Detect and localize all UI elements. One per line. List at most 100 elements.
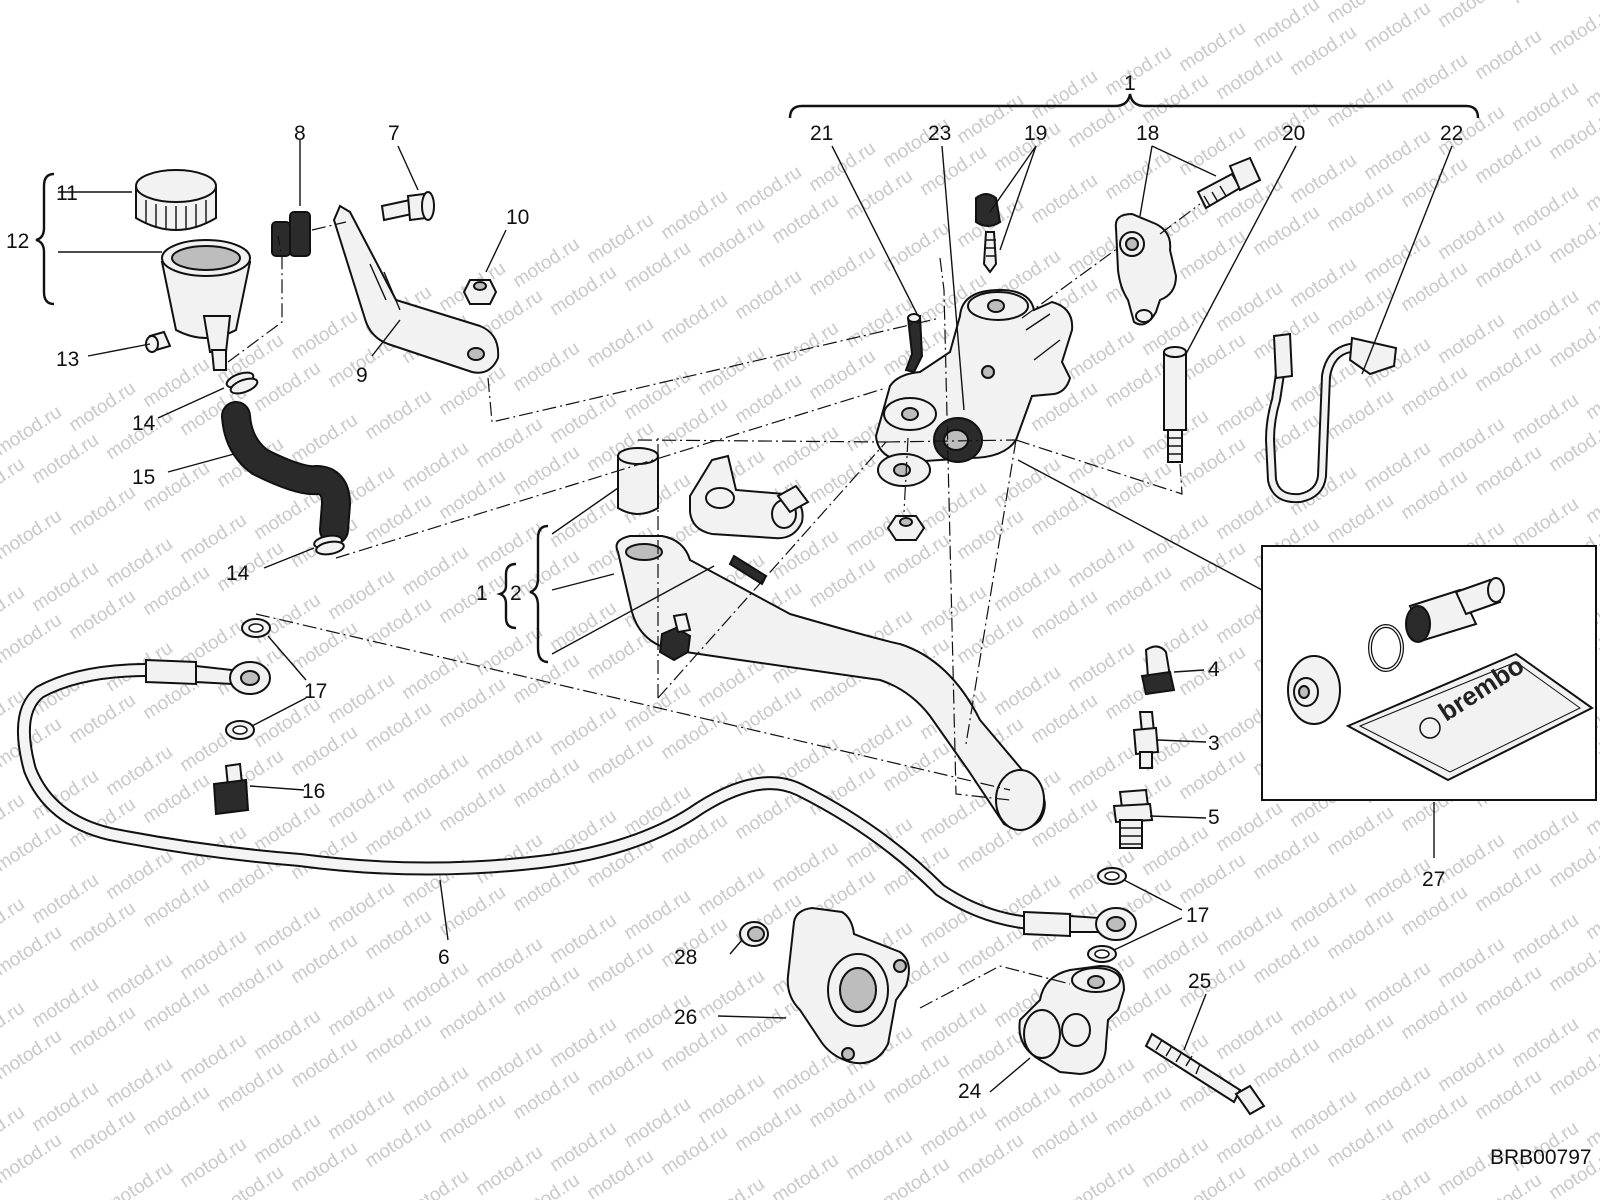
- watermark-text: motod.ru: [176, 1030, 250, 1088]
- watermark-text: motod.ru: [1212, 46, 1286, 104]
- reservoir-cap: [135, 169, 217, 231]
- assembly-1-brace: [788, 93, 1480, 119]
- watermark-text: motod.ru: [65, 690, 139, 748]
- watermark-text: motod.ru: [1471, 338, 1545, 396]
- watermark-text: motod.ru: [65, 586, 139, 644]
- label-22: 22: [1440, 122, 1463, 145]
- watermark-text: motod.ru: [472, 1142, 546, 1200]
- watermark-text: motod.ru: [953, 1026, 1027, 1084]
- watermark-text: motod.ru: [620, 886, 694, 944]
- watermark-text: motod.ru: [1027, 66, 1101, 124]
- watermark-text: motod.ru: [398, 646, 472, 704]
- watermark-text: motod.ru: [1175, 850, 1249, 908]
- watermark-text: motod.ru: [620, 238, 694, 296]
- watermark-text: motod.ru: [879, 1154, 953, 1200]
- watermark-text: motod.ru: [879, 738, 953, 796]
- watermark-text: motod.ru: [139, 874, 213, 932]
- watermark-text: motod.ru: [509, 442, 583, 500]
- watermark-text: motod.ru: [1323, 490, 1397, 548]
- watermark-text: motod.ru: [879, 1050, 953, 1108]
- watermark-text: motod.ru: [1175, 954, 1249, 1012]
- watermark-text: motod.ru: [1027, 1106, 1101, 1164]
- watermark-text: motod.ru: [1397, 154, 1471, 212]
- watermark-text: motod.ru: [1249, 1034, 1323, 1092]
- watermark-text: motod.ru: [176, 510, 250, 568]
- drawing-code: BRB00797: [1490, 1146, 1592, 1169]
- watermark-text: motod.ru: [472, 414, 546, 472]
- watermark-text: motod.ru: [65, 1106, 139, 1164]
- watermark-text: motod.ru: [916, 998, 990, 1056]
- watermark-text: motod.ru: [1471, 858, 1545, 916]
- watermark-text: motod.ru: [953, 1130, 1027, 1188]
- label-14-upper: 14: [132, 412, 156, 435]
- watermark-text: motod.ru: [694, 966, 768, 1024]
- watermark-text: motod.ru: [842, 166, 916, 224]
- watermark-text: motod.ru: [139, 978, 213, 1036]
- watermark-text: motod.ru: [1064, 638, 1138, 696]
- watermark-text: motod.ru: [1064, 430, 1138, 488]
- watermark-text: motod.ru: [28, 1078, 102, 1136]
- watermark-text: motod.ru: [1323, 74, 1397, 132]
- watermark-text: motod.ru: [1545, 314, 1600, 372]
- watermark-text: motod.ru: [1471, 442, 1545, 500]
- watermark-text: motod.ru: [509, 338, 583, 396]
- label-17-upper: 17: [304, 680, 327, 703]
- switch-fitting: [1140, 645, 1205, 696]
- watermark-text: motod.ru: [0, 506, 66, 564]
- kit-piston: [1405, 577, 1505, 643]
- watermark-text: motod.ru: [768, 1150, 842, 1200]
- label-25: 25: [1188, 970, 1211, 993]
- watermark-text: motod.ru: [1138, 1134, 1212, 1192]
- watermark-text: motod.ru: [102, 950, 176, 1008]
- watermark-text: motod.ru: [1286, 150, 1360, 208]
- watermark-text: motod.ru: [324, 1086, 398, 1144]
- watermark-text: motod.ru: [28, 870, 102, 928]
- watermark-text: motod.ru: [361, 490, 435, 548]
- watermark-text: motod.ru: [1249, 410, 1323, 468]
- watermark-text: motod.ru: [1508, 78, 1582, 136]
- adjuster-knob: [658, 612, 692, 662]
- label-26: 26: [674, 1006, 697, 1029]
- watermark-text: motod.ru: [1212, 902, 1286, 960]
- watermark-text: motod.ru: [324, 982, 398, 1040]
- watermark-text: motod.ru: [213, 1058, 287, 1116]
- watermark-text: motod.ru: [509, 650, 583, 708]
- watermark-text: motod.ru: [1249, 826, 1323, 884]
- watermark-text: motod.ru: [990, 662, 1064, 720]
- sealing-washers-left: [225, 618, 307, 740]
- watermark-text: motod.ru: [324, 670, 398, 728]
- watermark-text: motod.ru: [1360, 230, 1434, 288]
- label-1-top: 1: [1124, 72, 1136, 95]
- watermark-text: motod.ru: [694, 214, 768, 272]
- mounting-bolt: [1144, 993, 1266, 1116]
- watermark-text: motod.ru: [583, 1042, 657, 1100]
- watermark-text: motod.ru: [324, 566, 398, 624]
- watermark-text: motod.ru: [1286, 878, 1360, 936]
- brake-lever-group: [496, 447, 1046, 831]
- watermark-text: motod.ru: [1582, 470, 1600, 528]
- master-cylinder-body: [874, 288, 1074, 487]
- watermark-text: motod.ru: [842, 294, 916, 352]
- watermark-text: motod.ru: [1323, 178, 1397, 236]
- watermark-text: motod.ru: [509, 962, 583, 1020]
- watermark-text: motod.ru: [472, 518, 546, 576]
- handlebar-clamp: [1114, 212, 1178, 326]
- watermark-text: motod.ru: [694, 342, 768, 400]
- bleed-valve: [975, 193, 1002, 274]
- label-28: 28: [674, 946, 697, 969]
- watermark-text: motod.ru: [65, 378, 139, 436]
- watermark-text: motod.ru: [0, 1130, 66, 1188]
- watermark-text: motod.ru: [324, 878, 398, 936]
- watermark-text: motod.ru: [546, 1118, 620, 1176]
- label-17-lower: 17: [1186, 904, 1209, 927]
- bracket-nut: [462, 229, 507, 305]
- watermark-text: motod.ru: [1545, 834, 1600, 892]
- watermark-text: motod.ru: [1471, 26, 1545, 84]
- watermark-text: motod.ru: [139, 562, 213, 620]
- watermark-text: motod.ru: [1434, 0, 1508, 32]
- label-7: 7: [388, 122, 400, 145]
- watermark-text: motod.ru: [1397, 50, 1471, 108]
- watermark-text: motod.ru: [1027, 690, 1101, 748]
- watermark-text: motod.ru: [1138, 510, 1212, 568]
- watermark-text: motod.ru: [1397, 258, 1471, 316]
